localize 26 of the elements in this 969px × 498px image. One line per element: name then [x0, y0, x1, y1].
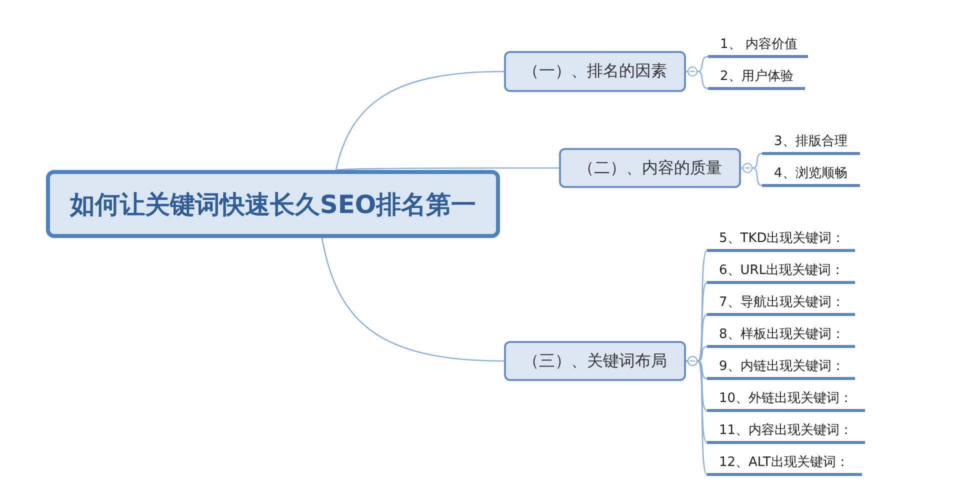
subtopic-text: 3、排版合理	[774, 133, 848, 151]
central-topic-box	[46, 170, 500, 238]
topic-box	[504, 341, 686, 381]
connector-line	[741, 163, 762, 186]
central-topic-text: 如何让关键词快速长久SEO排名第一	[70, 188, 476, 220]
subtopic-text: 2、用户体验	[720, 68, 794, 86]
connector-line	[321, 238, 504, 362]
topic-text: （三）、关键词布局	[523, 350, 667, 372]
connector-line	[686, 66, 708, 90]
subtopic-text: 6、URL出现关键词：	[719, 262, 844, 280]
subtopic-text: 4、浏览顺畅	[774, 165, 848, 183]
subtopic-text: 11、内容出现关键词：	[719, 422, 853, 440]
subtopic-text: 10、外链出现关键词：	[719, 390, 853, 408]
subtopic-text: 1、 内容价值	[720, 36, 798, 54]
topic-text: （二）、内容的质量	[578, 158, 722, 178]
connector-line	[335, 70, 504, 170]
connector-line	[686, 356, 708, 475]
subtopic-text: 8、样板出现关键词：	[719, 326, 844, 344]
subtopic-text: 12、ALT出现关键词：	[719, 454, 849, 472]
topic-text: （一）、排名的因素	[523, 61, 667, 82]
connector-line	[336, 167, 559, 171]
subtopic-text: 5、TKD出现关键词：	[719, 230, 845, 248]
topic-box	[504, 51, 686, 92]
subtopic-text: 7、导航出现关键词：	[719, 294, 844, 312]
topic-box	[559, 148, 741, 188]
subtopic-text: 9、内链出现关键词：	[719, 358, 844, 376]
